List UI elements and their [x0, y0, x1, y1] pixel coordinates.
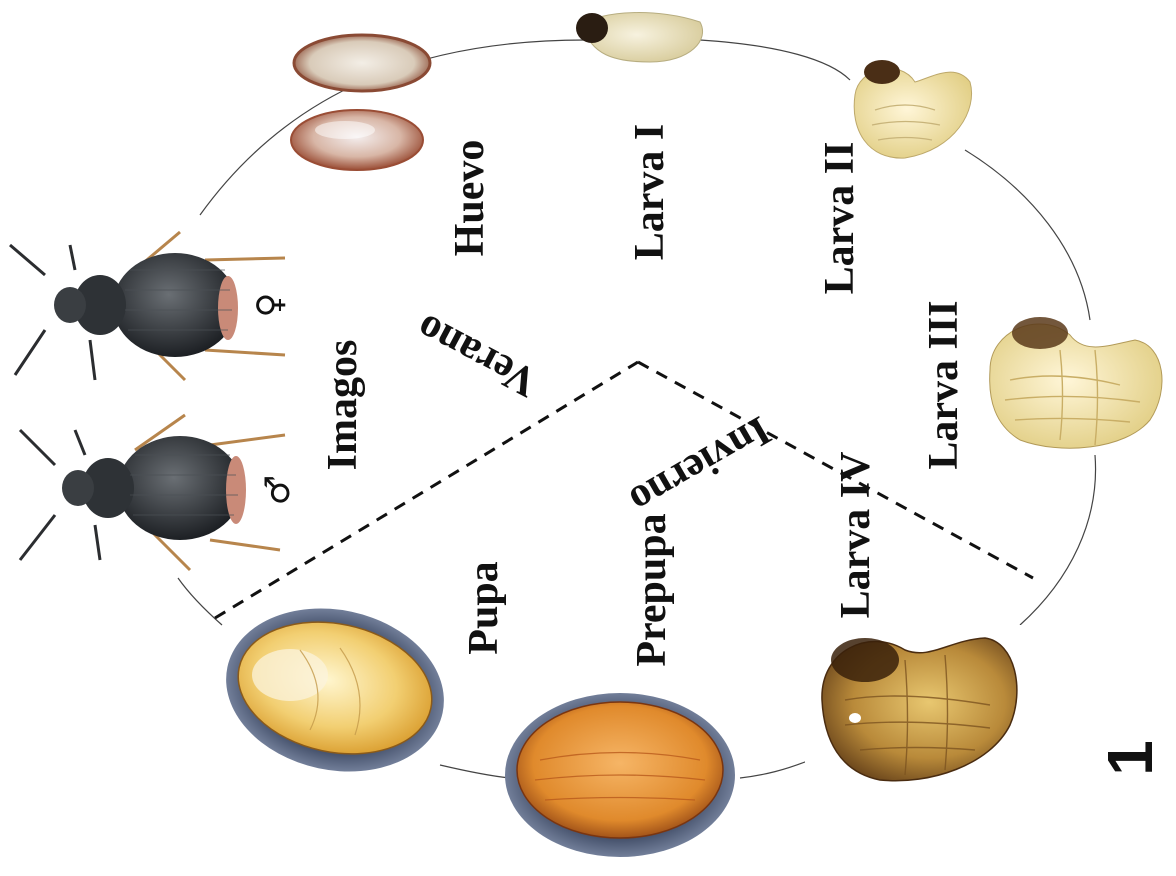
- larva-iii-image: [990, 317, 1162, 448]
- label-larva-ii: Larva II: [819, 142, 861, 295]
- label-larva-i: Larva I: [629, 124, 671, 261]
- male-symbol: ♂: [261, 475, 295, 505]
- figure-number: 1: [1098, 740, 1162, 776]
- male-beetle-image: [20, 415, 285, 570]
- label-larva-iii: Larva III: [923, 300, 965, 469]
- female-beetle-image: [10, 232, 285, 380]
- label-pupa: Pupa: [463, 561, 505, 654]
- label-larva-iv: Larva IV: [835, 452, 877, 619]
- egg-image-bottom: [291, 110, 423, 170]
- larva-iv-image: [805, 625, 1035, 800]
- label-huevo: Huevo: [449, 140, 491, 257]
- egg-image-top: [294, 35, 430, 91]
- label-prepupa: Prepupa: [631, 513, 673, 666]
- label-imagos: Imagos: [322, 340, 364, 471]
- female-symbol: ♀: [253, 293, 287, 318]
- larva-ii-image: [854, 60, 971, 158]
- prepupa-image: [505, 693, 735, 857]
- larva-i-image: [576, 13, 703, 62]
- pupa-image: [211, 589, 459, 791]
